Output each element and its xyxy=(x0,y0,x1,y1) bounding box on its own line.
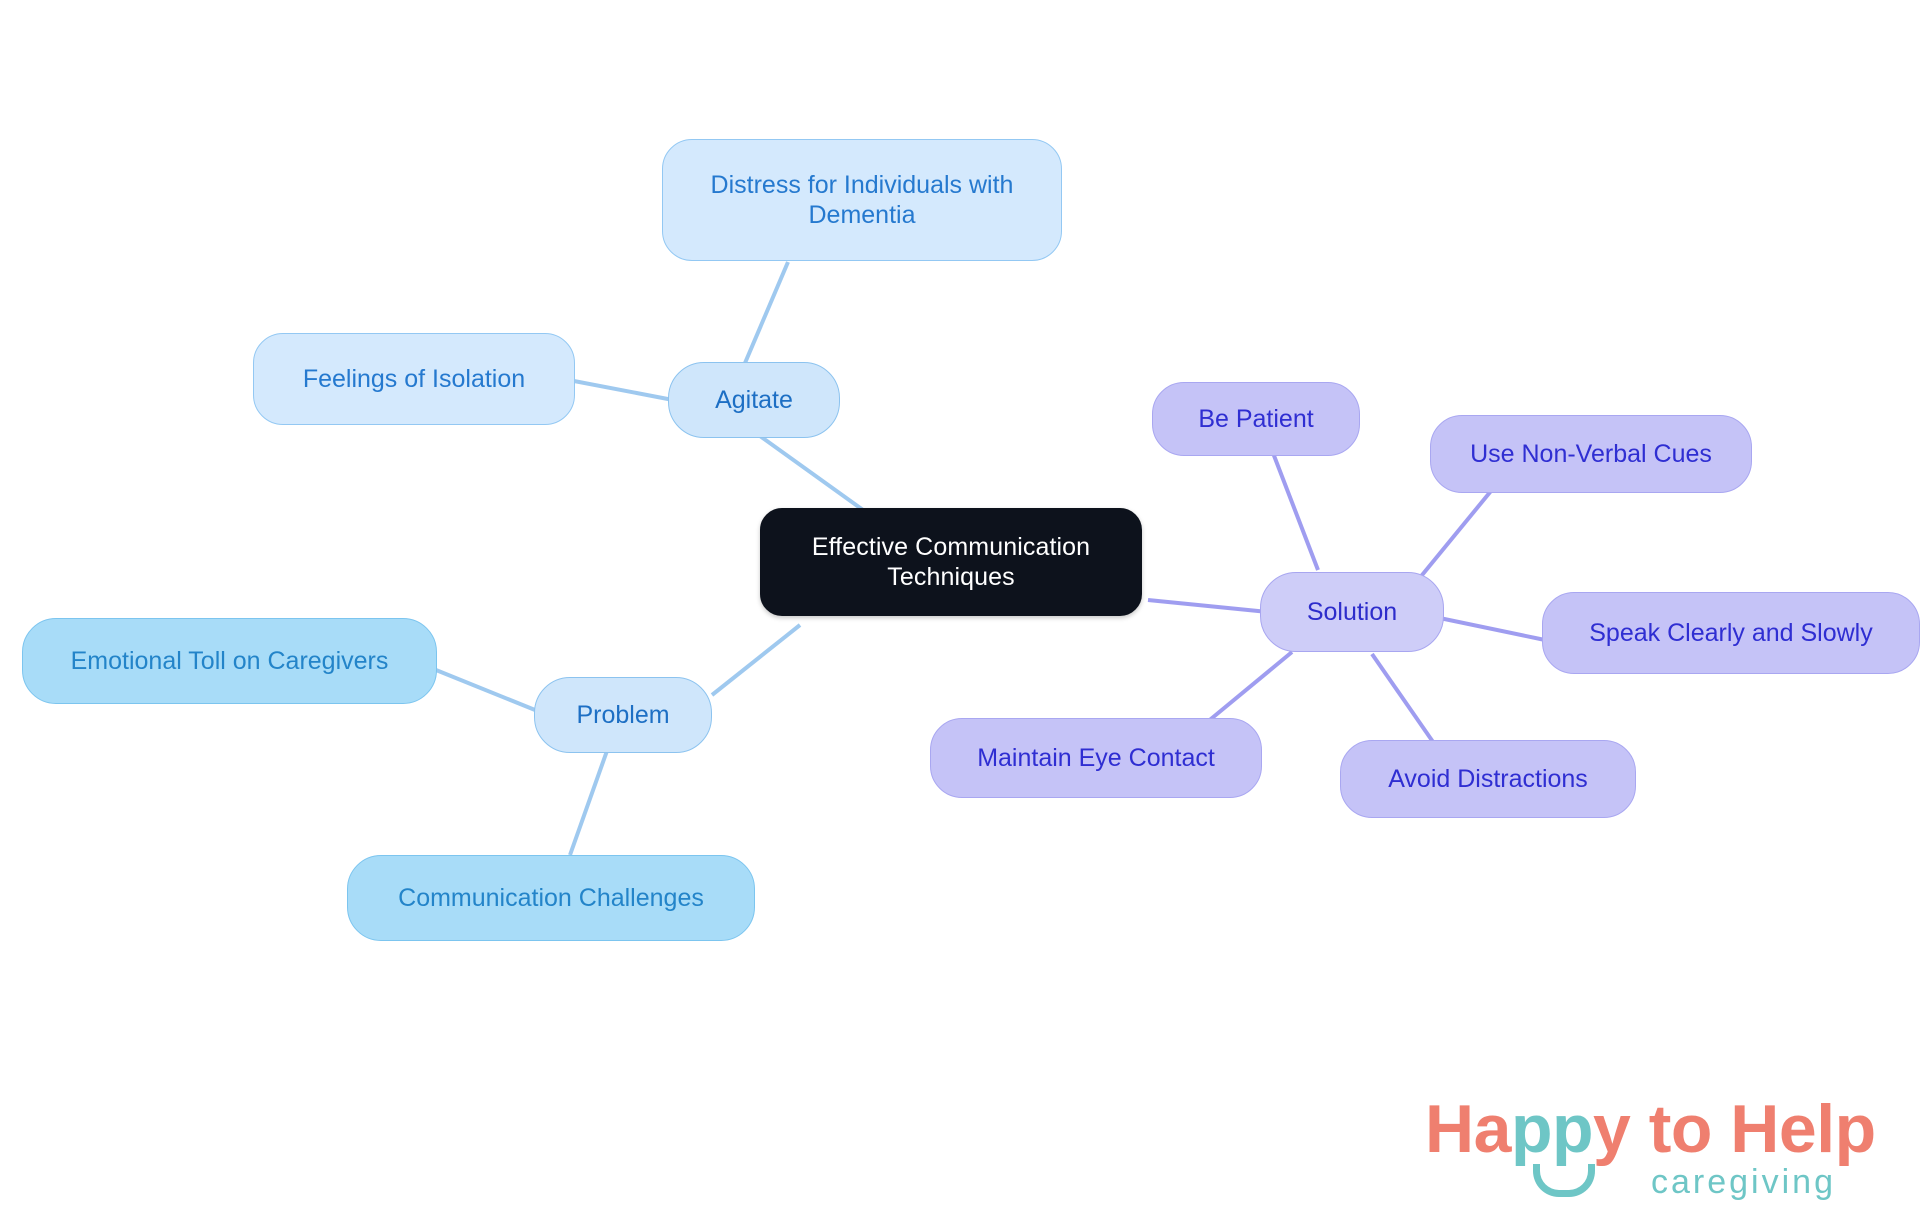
edge-solution-nonverbal xyxy=(1416,478,1502,582)
edge-solution-avoiddistractions xyxy=(1370,652,1442,754)
node-problem[interactable]: Problem xyxy=(534,677,712,753)
edge-agitate-root xyxy=(758,434,872,517)
edge-emotionaltoll-problem xyxy=(435,668,541,714)
node-speak-clearly-and-slowly[interactable]: Speak Clearly and Slowly xyxy=(1542,592,1920,674)
edge-solution-bepatient xyxy=(1266,439,1320,571)
node-be-patient[interactable]: Be Patient xyxy=(1152,382,1360,456)
edge-commchallenges-problem xyxy=(568,747,610,856)
node-speak-clearly-and-slowly-label: Speak Clearly and Slowly xyxy=(1589,618,1873,647)
logo-wordmark: Happy to Help xyxy=(1425,1090,1876,1168)
node-avoid-distractions[interactable]: Avoid Distractions xyxy=(1340,740,1636,818)
node-feelings-of-isolation[interactable]: Feelings of Isolation xyxy=(253,333,575,425)
node-solution[interactable]: Solution xyxy=(1260,572,1444,652)
node-root-label: Effective Communication Techniques xyxy=(811,532,1091,592)
logo-word-ha: Ha xyxy=(1425,1091,1511,1167)
node-emotional-toll[interactable]: Emotional Toll on Caregivers xyxy=(22,618,437,704)
logo-word-pp: pp xyxy=(1510,1091,1594,1167)
node-avoid-distractions-label: Avoid Distractions xyxy=(1388,764,1588,793)
node-distress[interactable]: Distress for Individuals with Dementia xyxy=(662,139,1062,261)
logo-subtitle: caregiving xyxy=(1651,1163,1836,1201)
node-communication-challenges-label: Communication Challenges xyxy=(398,883,704,912)
happy-to-help-logo: Happy to Help caregiving xyxy=(1425,1090,1895,1205)
node-distress-label: Distress for Individuals with Dementia xyxy=(710,170,1014,230)
node-root[interactable]: Effective Communication Techniques xyxy=(760,508,1142,616)
edge-solution-speakclearly xyxy=(1429,614,1546,642)
node-emotional-toll-label: Emotional Toll on Caregivers xyxy=(70,646,389,675)
node-maintain-eye-contact[interactable]: Maintain Eye Contact xyxy=(930,718,1262,798)
node-problem-label: Problem xyxy=(576,700,670,729)
edge-distress-agitate xyxy=(743,261,790,364)
edge-isolation-agitate xyxy=(573,379,674,402)
node-feelings-of-isolation-label: Feelings of Isolation xyxy=(302,364,526,393)
node-agitate[interactable]: Agitate xyxy=(668,362,840,438)
node-maintain-eye-contact-label: Maintain Eye Contact xyxy=(977,743,1215,772)
edge-root-solution xyxy=(1147,598,1269,614)
node-be-patient-label: Be Patient xyxy=(1198,404,1314,433)
node-use-non-verbal-cues[interactable]: Use Non-Verbal Cues xyxy=(1430,415,1752,493)
edge-problem-root xyxy=(710,623,802,697)
logo-word-y-to-help: y to Help xyxy=(1593,1091,1876,1167)
edge-solution-eyecontact xyxy=(1198,650,1294,730)
node-agitate-label: Agitate xyxy=(715,385,793,414)
node-use-non-verbal-cues-label: Use Non-Verbal Cues xyxy=(1470,439,1712,468)
smile-icon xyxy=(1533,1164,1595,1197)
node-solution-label: Solution xyxy=(1306,597,1398,626)
node-communication-challenges[interactable]: Communication Challenges xyxy=(347,855,755,941)
